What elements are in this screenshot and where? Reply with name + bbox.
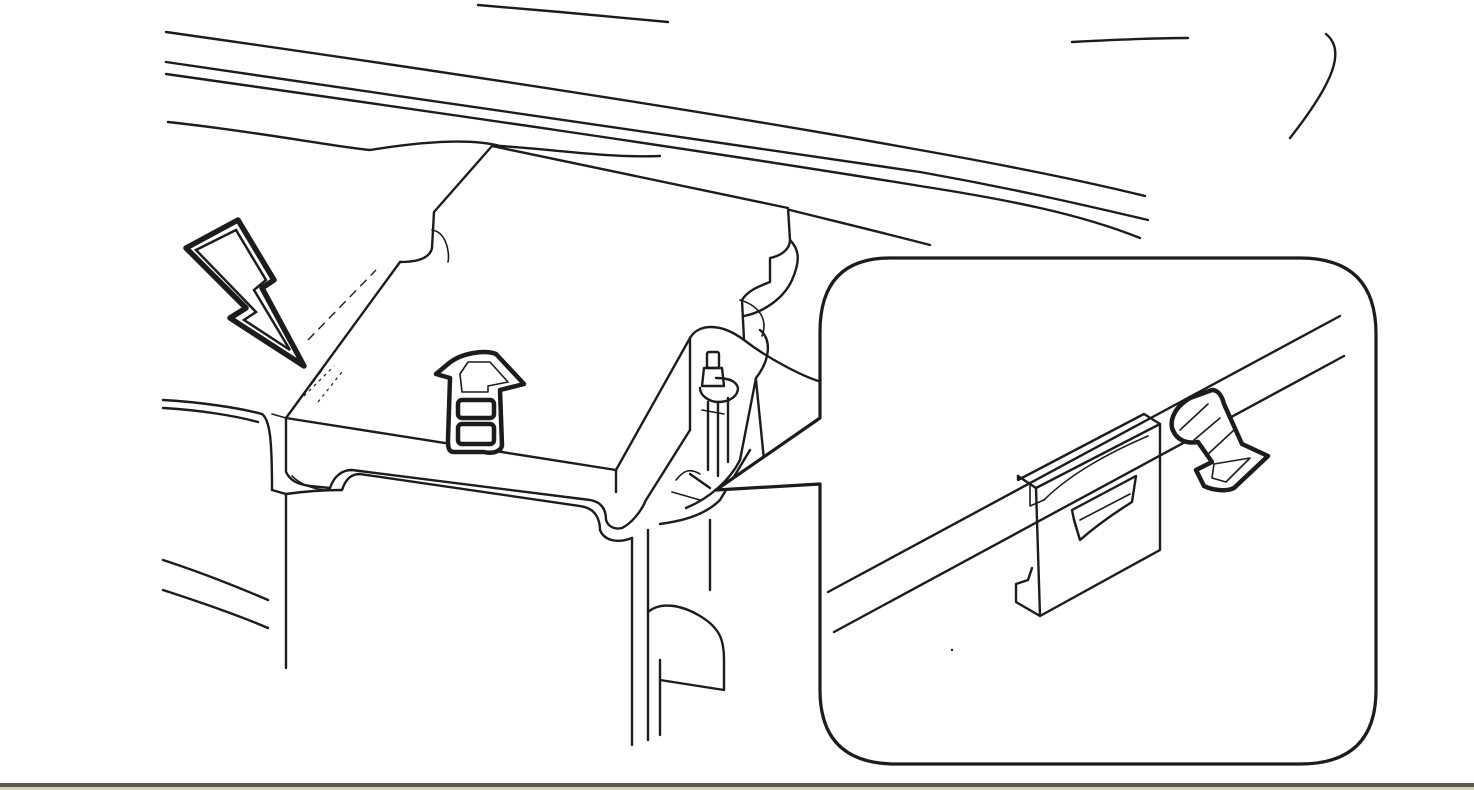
hollow-up-arrow-icon — [433, 349, 527, 455]
hollow-outward-arrow-icon — [1169, 387, 1271, 493]
detail-clip-view — [826, 314, 1346, 652]
terminal-post — [698, 350, 740, 478]
battery-cover — [271, 144, 824, 530]
scan-edge-tint — [0, 787, 1474, 790]
detail-callout-panel — [714, 256, 1378, 766]
battery-case — [284, 472, 726, 747]
scan-edge-bar — [0, 783, 1474, 787]
fender-lines — [161, 398, 288, 630]
lightning-arrow-icon — [183, 217, 307, 369]
hood-edge-lines — [164, 3, 1337, 247]
